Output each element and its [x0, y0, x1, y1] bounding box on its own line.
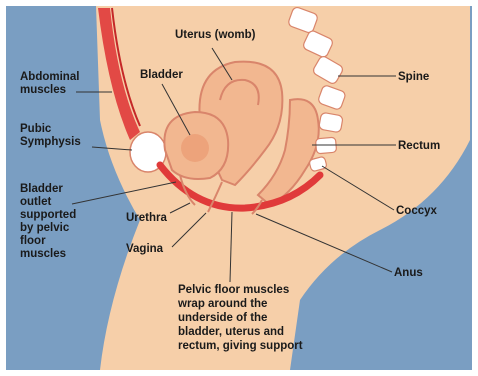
label-vagina: Vagina: [126, 243, 164, 255]
label-bladder: Bladder: [140, 69, 183, 81]
label-spine: Spine: [398, 71, 429, 83]
label-uterus: Uterus (womb): [175, 29, 256, 41]
label-coccyx: Coccyx: [396, 205, 438, 217]
label-anus: Anus: [394, 267, 423, 279]
label-rectum: Rectum: [398, 140, 440, 152]
label-urethra: Urethra: [126, 212, 168, 224]
bladder-texture: [181, 134, 209, 162]
